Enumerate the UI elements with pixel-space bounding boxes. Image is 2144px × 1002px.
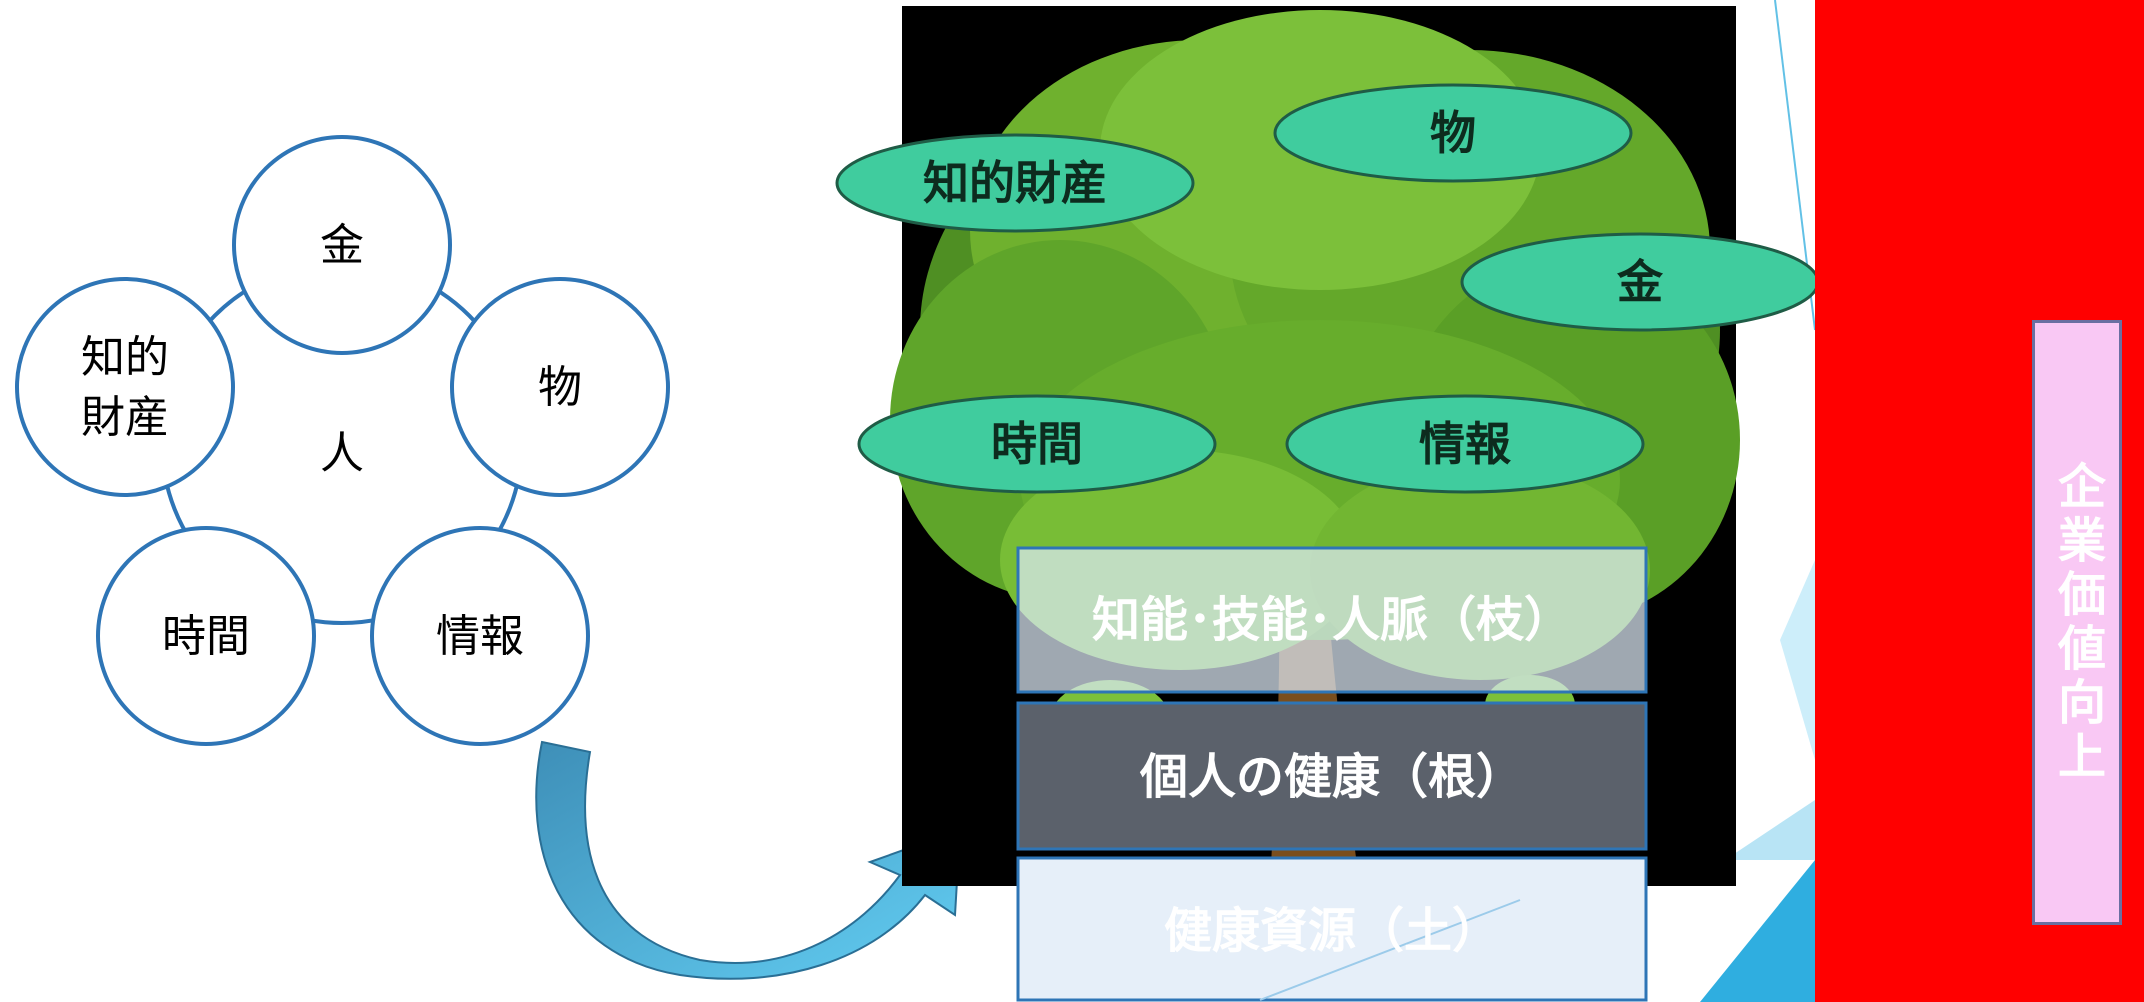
cycle-node-mono: 物 (450, 277, 670, 497)
cycle-center-label: 人 (320, 428, 364, 479)
oval-label: 金 (1616, 255, 1664, 309)
oval-label: 時間 (991, 417, 1083, 471)
light-blue-accent-2 (1780, 560, 1815, 760)
cycle-node-kane: 金 (232, 135, 452, 355)
oval-kane: 金 (1460, 232, 1820, 332)
band-label: 個人の健康（根） (1139, 749, 1524, 805)
corporate-value-label: 企業価値向上 (2032, 320, 2122, 925)
band-soil: 健康資源（土） (1016, 856, 1648, 1002)
band-label: 知能･技能･人脈（枝） (1092, 592, 1572, 648)
cycle-node-label: 情報 (436, 611, 524, 662)
cycle-node-joho: 情報 (370, 526, 590, 746)
oval-label: 物 (1430, 106, 1476, 160)
oval-jikan: 時間 (857, 394, 1217, 494)
resource-cycle-diagram: 人 金 物 情報 時間 知的 財産 (15, 135, 670, 746)
oval-chiteki: 知的財産 (835, 133, 1195, 233)
band-label: 健康資源（土） (1164, 903, 1500, 959)
oval-label: 知的財産 (923, 156, 1107, 210)
oval-mono: 物 (1273, 83, 1633, 183)
oval-label: 情報 (1419, 417, 1511, 471)
light-blue-accent (1725, 800, 1815, 860)
cycle-node-chiteki: 知的 財産 (15, 277, 235, 497)
cycle-node-label: 物 (538, 362, 582, 413)
oval-joho: 情報 (1285, 394, 1645, 494)
cycle-node-label: 時間 (162, 611, 250, 662)
cycle-node-label: 金 (320, 220, 364, 271)
cycle-node-jikan: 時間 (96, 526, 316, 746)
band-root: 個人の健康（根） (1016, 701, 1648, 851)
blue-corner-accent (1700, 860, 1815, 1002)
band-branch: 知能･技能･人脈（枝） (1016, 546, 1648, 694)
cycle-node-label-line1: 知的 (81, 332, 169, 383)
cycle-node-label-line2: 財産 (81, 392, 169, 443)
